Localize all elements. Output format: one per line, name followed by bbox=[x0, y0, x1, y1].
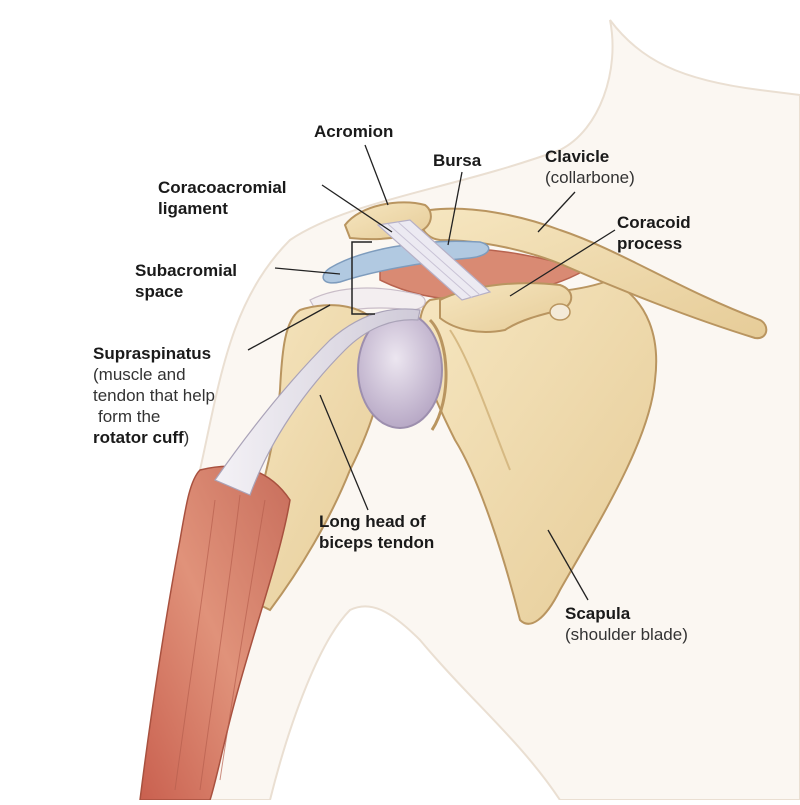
label-clavicle-text: Clavicle bbox=[545, 147, 610, 166]
leader-bursa bbox=[447, 171, 463, 246]
label-clavicle-sub: (collarbone) bbox=[545, 168, 635, 187]
label-scapula-text: Scapula bbox=[565, 604, 631, 623]
label-coracoacromial-line1: Coracoacromial bbox=[158, 178, 287, 197]
label-supraspinatus-note3: form the bbox=[98, 407, 161, 426]
label-bursa: Bursa bbox=[433, 150, 481, 171]
label-supraspinatus-note2: tendon that help bbox=[93, 386, 215, 405]
label-biceps-line2: biceps tendon bbox=[319, 533, 435, 552]
leader-acromion bbox=[364, 144, 389, 206]
leader-clavicle bbox=[537, 191, 576, 233]
label-coracoid-line2: process bbox=[617, 234, 683, 253]
label-clavicle: Clavicle (collarbone) bbox=[545, 146, 635, 188]
label-acromion-text: Acromion bbox=[314, 122, 394, 141]
leader-lines bbox=[247, 144, 616, 601]
label-scapula: Scapula (shoulder blade) bbox=[565, 603, 688, 645]
leader-coracoid bbox=[509, 229, 616, 297]
label-biceps-tendon: Long head of biceps tendon bbox=[319, 511, 434, 553]
label-subacromial-line1: Subacromial bbox=[135, 261, 238, 280]
leader-scapula bbox=[547, 529, 589, 601]
label-coracoacromial: Coracoacromial ligament bbox=[158, 177, 287, 219]
label-coracoacromial-line2: ligament bbox=[158, 199, 228, 218]
label-supraspinatus-close-paren: ) bbox=[183, 428, 190, 447]
leader-supraspinatus bbox=[247, 304, 331, 351]
label-coracoid-line1: Coracoid bbox=[617, 213, 691, 232]
biceps-muscle bbox=[139, 465, 291, 801]
label-supraspinatus-note1: (muscle and bbox=[93, 365, 186, 384]
label-subacromial: Subacromial space bbox=[135, 260, 237, 302]
label-biceps-line1: Long head of bbox=[319, 512, 426, 531]
label-scapula-sub: (shoulder blade) bbox=[565, 625, 688, 644]
leader-coracoacromial bbox=[321, 184, 393, 233]
leader-subacromial bbox=[274, 267, 341, 275]
label-rotator-cuff: rotator cuff bbox=[93, 428, 184, 447]
subacromial-space-bracket bbox=[351, 241, 375, 315]
label-supraspinatus: Supraspinatus (muscle and tendon that he… bbox=[93, 343, 215, 448]
label-coracoid: Coracoid process bbox=[617, 212, 691, 254]
label-acromion: Acromion bbox=[314, 121, 393, 142]
label-supraspinatus-title: Supraspinatus bbox=[93, 344, 212, 363]
leader-biceps bbox=[319, 394, 369, 511]
label-bursa-text: Bursa bbox=[433, 151, 482, 170]
biceps-tendon bbox=[214, 308, 421, 496]
label-supraspinatus-note4-line: rotator cuff) bbox=[93, 427, 215, 448]
label-subacromial-line2: space bbox=[135, 282, 184, 301]
